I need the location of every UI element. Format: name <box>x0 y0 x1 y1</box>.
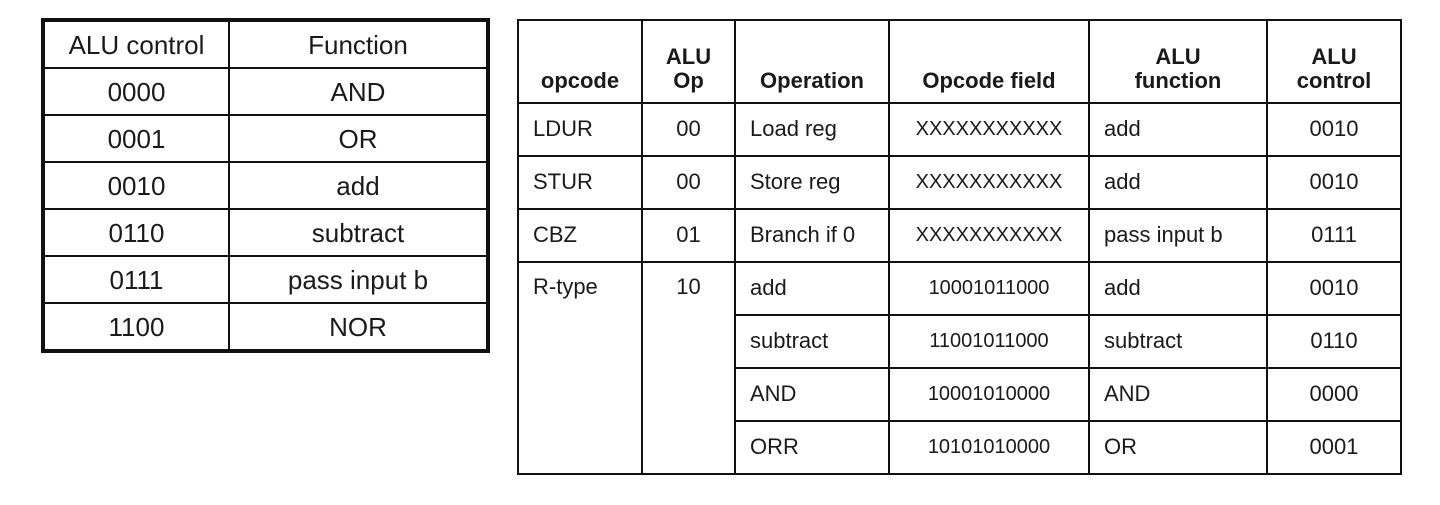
alu-function-cell: subtract <box>1088 314 1268 369</box>
table-row: AND 10001010000 AND 0000 <box>518 367 1402 422</box>
opcode-field-cell: XXXXXXXXXXX <box>888 102 1090 157</box>
table-row: subtract 11001011000 subtract 0110 <box>518 314 1402 369</box>
opcode-field-cell: 10001011000 <box>888 261 1090 316</box>
alu-control-cell: 0000 <box>1266 367 1402 422</box>
alu-control-code: 0000 <box>42 67 230 116</box>
alu-control-code: 0111 <box>42 255 230 304</box>
alu-function: add <box>228 161 489 210</box>
table-row: 0111 pass input b <box>42 255 489 304</box>
alu-function: subtract <box>228 208 489 257</box>
alu-op-cell: 10 <box>641 261 736 475</box>
alu-op-cell: 00 <box>641 155 736 210</box>
alu-function-cell: AND <box>1088 367 1268 422</box>
operation-cell: subtract <box>734 314 890 369</box>
alu-control-code: 0001 <box>42 114 230 163</box>
table-row: STUR 00 Store reg XXXXXXXXXXX add 0010 <box>517 155 1402 210</box>
operation-cell: AND <box>734 367 890 422</box>
alu-function: NOR <box>228 302 489 352</box>
operation-cell: Branch if 0 <box>734 208 890 263</box>
opcode-cell: CBZ <box>517 208 643 263</box>
opcode-field-cell: 10001010000 <box>888 367 1090 422</box>
alu-op-cell: 01 <box>641 208 736 263</box>
alu-function-cell: pass input b <box>1088 208 1268 263</box>
alu-control-code: 1100 <box>42 302 230 352</box>
table-row: LDUR 00 Load reg XXXXXXXXXXX add 0010 <box>517 102 1402 157</box>
alu-function-cell: OR <box>1088 420 1268 475</box>
operation-cell: ORR <box>734 420 890 475</box>
alu-control-cell: 0010 <box>1266 155 1402 210</box>
header-alu-control: ALU control <box>42 19 230 69</box>
operation-cell: Load reg <box>734 102 890 157</box>
alu-control-code: 0010 <box>42 161 230 210</box>
alu-function: OR <box>228 114 489 163</box>
table-row: CBZ 01 Branch if 0 XXXXXXXXXXX pass inpu… <box>517 208 1402 263</box>
alu-op-cell: 00 <box>641 102 736 157</box>
alu-function-cell: add <box>1088 102 1268 157</box>
table-header-row: ALU control Function <box>42 19 489 69</box>
header-opcode: opcode <box>517 19 643 104</box>
alu-control-table: ALU control Function 0000 AND 0001 OR 00… <box>41 18 490 353</box>
opcode-cell: LDUR <box>517 102 643 157</box>
alu-function: pass input b <box>228 255 489 304</box>
alu-control-cell: 0111 <box>1266 208 1402 263</box>
table-row: 0000 AND <box>42 67 489 116</box>
opcode-field-cell: 11001011000 <box>888 314 1090 369</box>
alu-control-cell: 0001 <box>1266 420 1402 475</box>
alu-control-cell: 0010 <box>1266 102 1402 157</box>
header-opcode-field: Opcode field <box>888 19 1090 104</box>
opcode-cell: STUR <box>517 155 643 210</box>
table-row: 0110 subtract <box>42 208 489 257</box>
table-row: 0001 OR <box>42 114 489 163</box>
alu-control-code: 0110 <box>42 208 230 257</box>
operation-cell: Store reg <box>734 155 890 210</box>
opcode-field-cell: XXXXXXXXXXX <box>888 208 1090 263</box>
header-operation: Operation <box>734 19 890 104</box>
table-row: 1100 NOR <box>42 302 489 352</box>
alu-function-cell: add <box>1088 261 1268 316</box>
alu-control-cell: 0110 <box>1266 314 1402 369</box>
alu-control-cell: 0010 <box>1266 261 1402 316</box>
operation-cell: add <box>734 261 890 316</box>
opcode-field-cell: 10101010000 <box>888 420 1090 475</box>
alu-function: AND <box>228 67 489 116</box>
table-row: ORR 10101010000 OR 0001 <box>518 420 1402 475</box>
header-function: Function <box>228 19 489 69</box>
table-row: R-type 10 add 10001011000 add 0010 <box>517 261 1402 475</box>
alu-function-cell: add <box>1088 155 1268 210</box>
table-row: 0010 add <box>42 161 489 210</box>
opcode-cell: R-type <box>517 261 643 475</box>
opcode-field-cell: XXXXXXXXXXX <box>888 155 1090 210</box>
